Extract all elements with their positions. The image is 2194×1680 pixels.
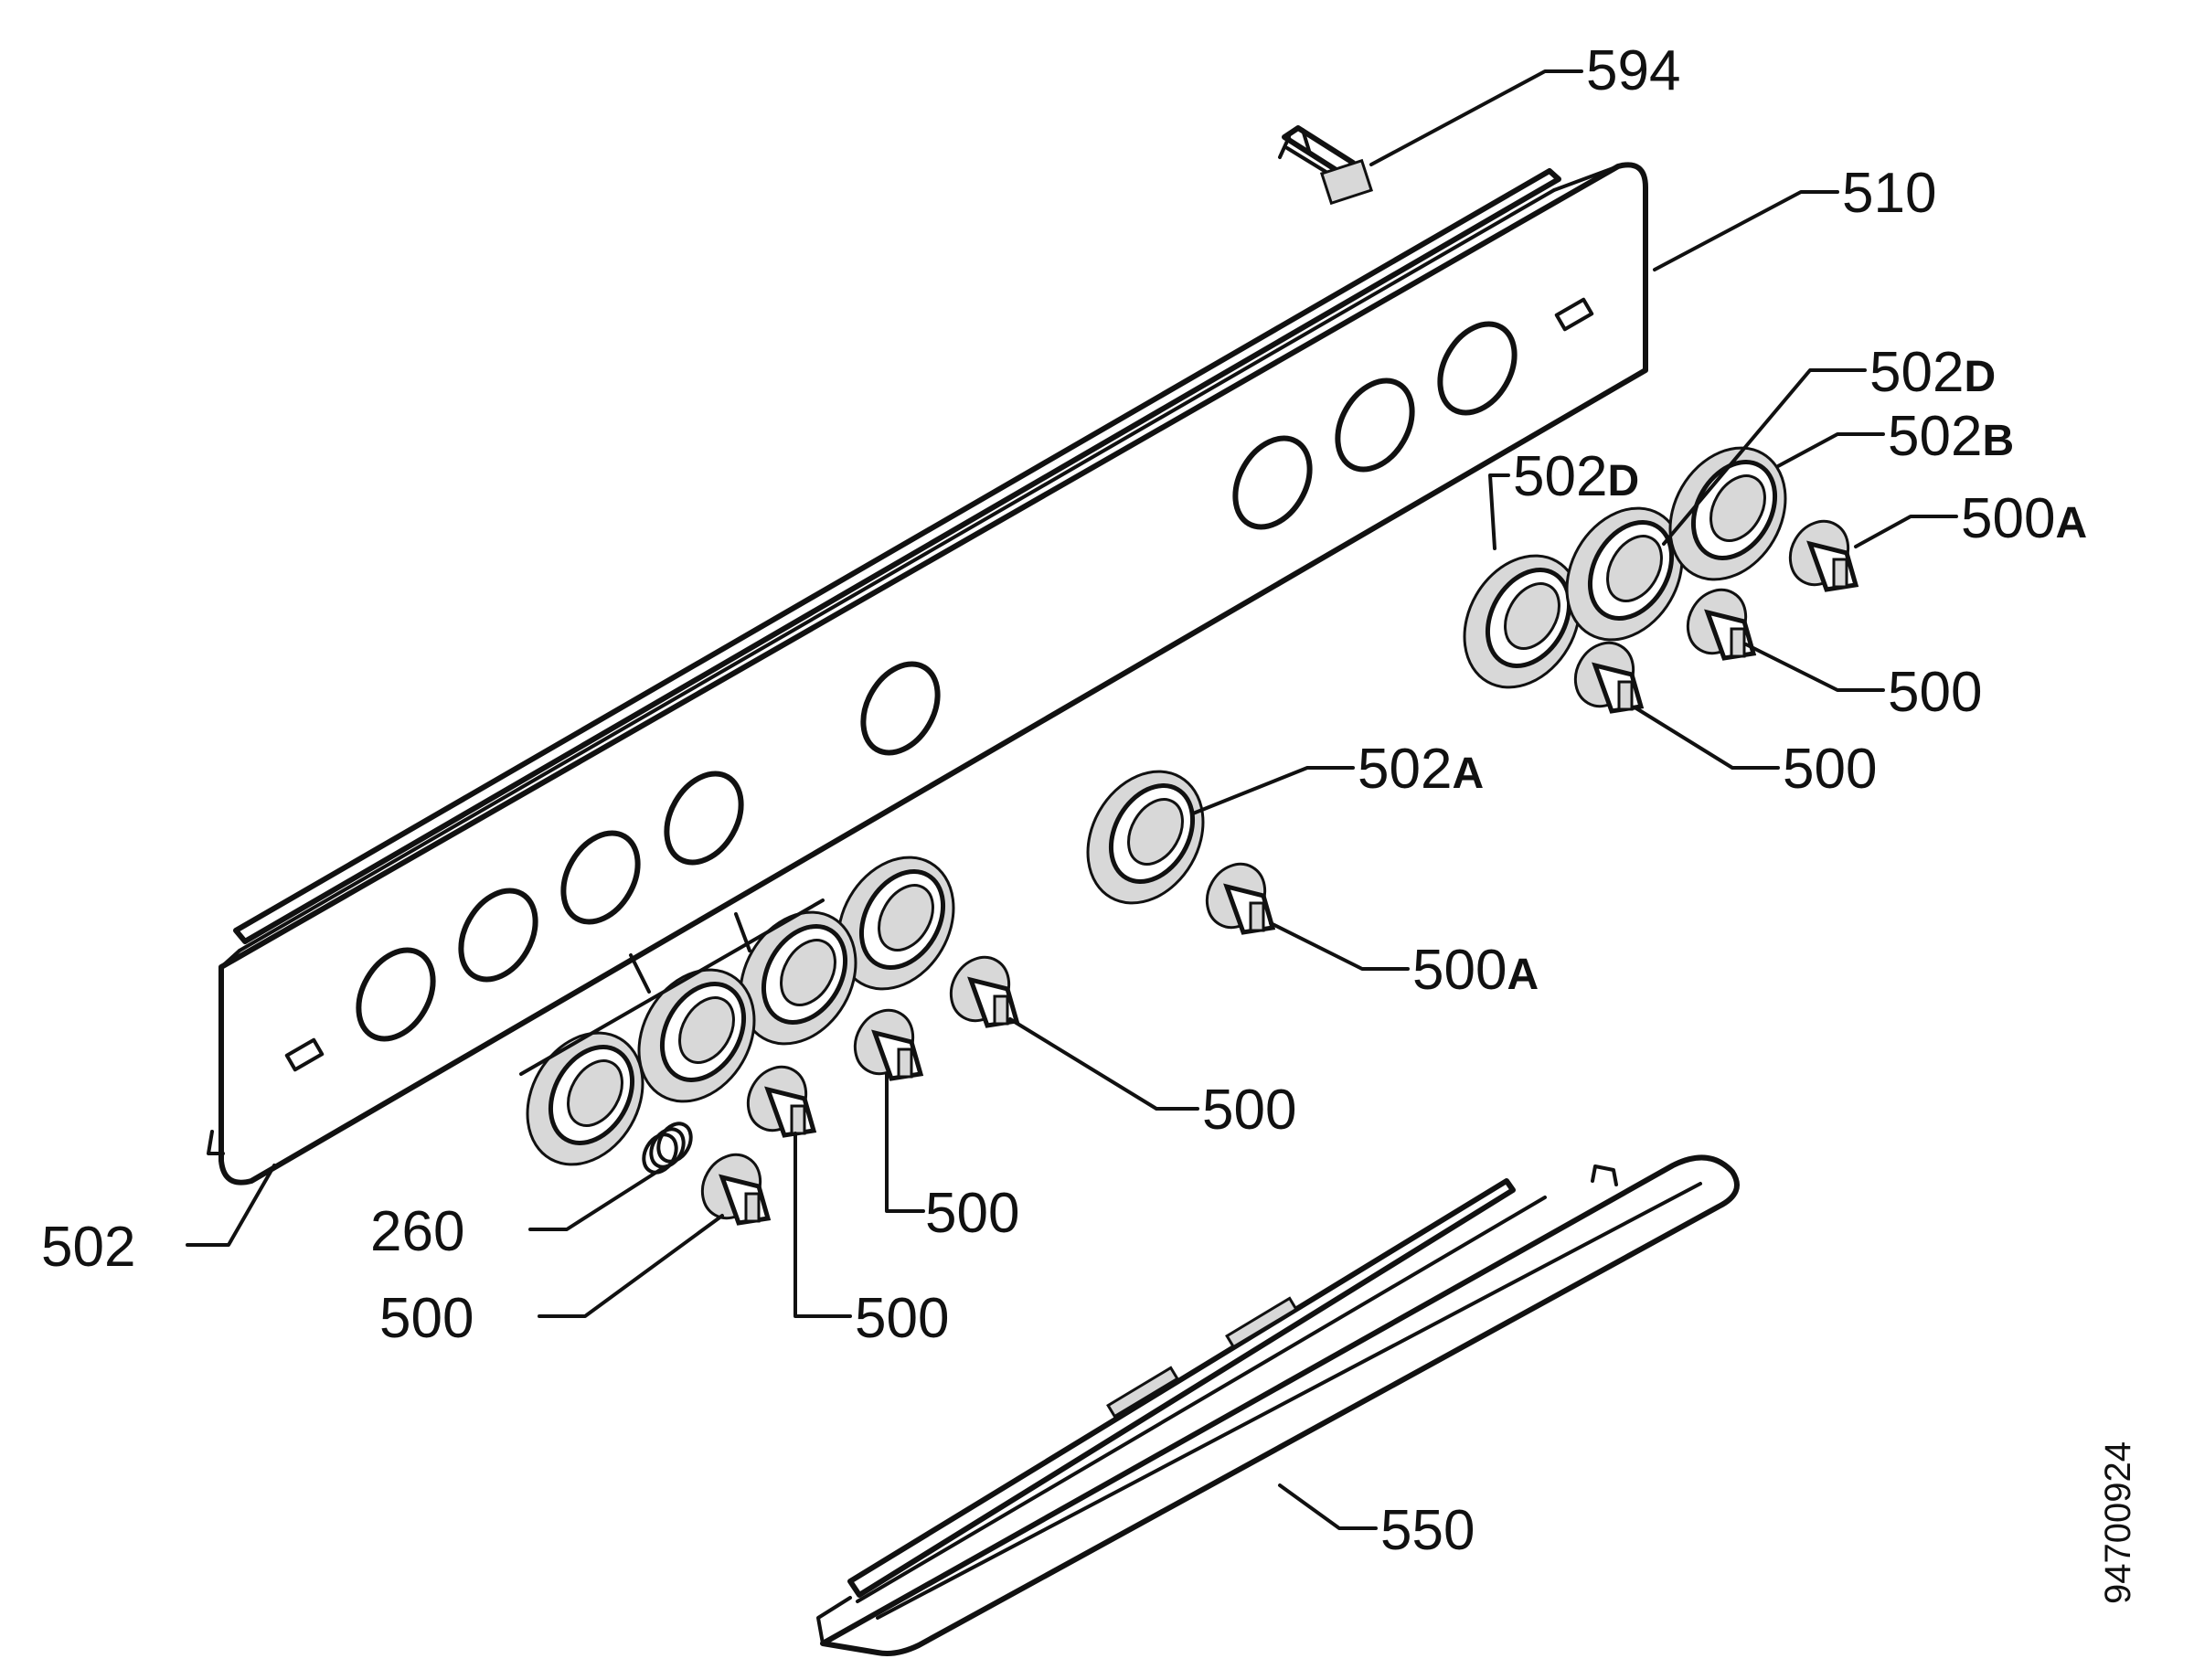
ring-502D-outer [1463, 554, 1582, 689]
part-510-control-panel [207, 162, 1648, 1186]
knob-500-c [949, 955, 1020, 1028]
knob-500-b [1573, 641, 1645, 714]
callout-510: 510 [1842, 162, 1936, 225]
callout-502D-top: 502D [1869, 341, 1996, 404]
callout-594: 594 [1586, 39, 1680, 102]
callout-502B: 502B [1888, 405, 2014, 468]
ring-502-3 [637, 968, 756, 1103]
callout-500A-mid: 500A [1412, 939, 1539, 1002]
knob-500A-mid [1205, 862, 1276, 935]
leader-lines [186, 69, 1958, 1530]
callout-502D-left: 502D [1513, 445, 1639, 508]
ring-502A [1086, 770, 1205, 905]
knob-500-e [746, 1065, 817, 1138]
knob-500-f [700, 1153, 772, 1226]
knob-500A-right [1788, 519, 1859, 592]
callout-502A: 502A [1358, 738, 1484, 801]
knob-500-d [853, 1008, 924, 1081]
callout-550: 550 [1380, 1499, 1475, 1562]
callout-260: 260 [370, 1200, 464, 1263]
callout-500-d: 500 [925, 1182, 1019, 1245]
callout-502: 502 [41, 1216, 135, 1279]
ring-502-1 [836, 856, 955, 991]
ring-502D-inner [1565, 506, 1684, 642]
part-594-clip [1278, 125, 1374, 206]
callout-500-a: 500 [1888, 661, 1982, 724]
drawing-code: 94700924 [2098, 1441, 2138, 1604]
callout-labels: 594 510 502D 502B 502D 500A 500 500 502A… [41, 39, 2087, 1562]
callout-500-c: 500 [1202, 1079, 1296, 1142]
callout-500-b: 500 [1783, 738, 1877, 801]
callout-500-f: 500 [379, 1287, 474, 1350]
callout-500A-right: 500A [1961, 487, 2087, 550]
part-260-spring [642, 1122, 693, 1175]
knob-500-a [1686, 588, 1757, 661]
part-550-trim [816, 1154, 1740, 1656]
callout-500-e: 500 [855, 1287, 949, 1350]
ring-502-2 [739, 910, 857, 1046]
ring-502-4 [526, 1031, 644, 1166]
knobs [700, 519, 1859, 1226]
